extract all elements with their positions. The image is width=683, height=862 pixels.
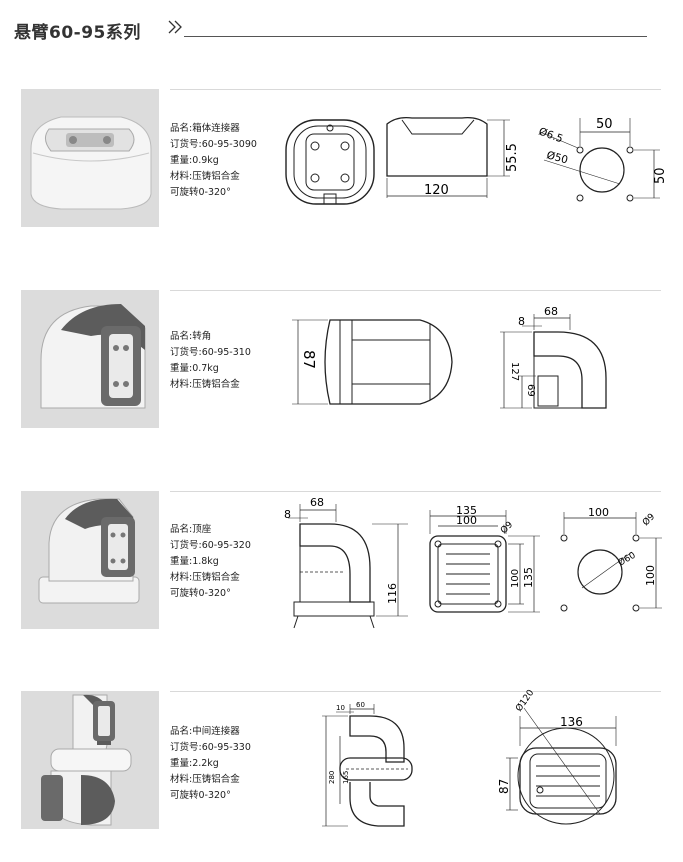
product-rotation: 可旋转0-320°	[170, 790, 231, 801]
dim-mid: 165	[342, 771, 350, 784]
dim-front: 87	[300, 350, 318, 369]
product-material: 材料:压铸铝合金	[170, 379, 240, 390]
dim-width: 136	[560, 715, 583, 729]
dim-inner-vertical: 100	[510, 569, 521, 588]
dim-outer: 135	[456, 504, 477, 517]
dim-hole: Ø9	[498, 519, 515, 536]
product-name: 品名:箱体连接器	[170, 123, 240, 134]
dim-inner: 69	[525, 384, 536, 397]
dim-offset: 8	[518, 315, 525, 328]
dim-height: 87	[497, 779, 511, 794]
drawing-side-profile: 68 8 116	[284, 496, 408, 629]
product-info-middle-connector: 品名:中间连接器 订货号:60-95-330 重量:2.2kg 材料:压铸铝合金…	[170, 724, 251, 804]
dim-spacing-vertical: 50	[653, 167, 668, 184]
dim-spacing: 50	[596, 117, 613, 132]
title-underline	[184, 36, 647, 37]
dim-height: 127	[509, 362, 520, 381]
product-material: 材料:压铸铝合金	[170, 774, 240, 785]
section-divider	[170, 691, 661, 692]
product-rotation: 可旋转0-320°	[170, 187, 231, 198]
product-part-number: 订货号:60-95-310	[170, 347, 251, 358]
page-title: 悬臂60-95系列	[14, 23, 141, 43]
drawing-side-view: 55.5 120	[386, 116, 520, 198]
product-photo-top-mount	[21, 491, 159, 629]
dim-circle: Ø60	[616, 550, 638, 569]
dim-top: 60	[356, 701, 365, 709]
product-material: 材料:压铸铝合金	[170, 171, 240, 182]
dim-top: 68	[544, 305, 558, 318]
dim-top: 68	[310, 496, 324, 509]
dim-offset: 8	[284, 508, 291, 521]
drawing-top-view	[285, 119, 375, 205]
drawing-front-view: 87	[292, 319, 453, 405]
drawing-hole-pattern: 100 Ø9 Ø60 100	[560, 506, 662, 612]
dim-width: 120	[424, 183, 449, 198]
product-weight: 重量:1.8kg	[170, 556, 219, 567]
product-photo-middle-connector	[21, 691, 159, 829]
drawing-side-profile: 68 8 127 69	[500, 305, 607, 409]
product-info-box-connector: 品名:箱体连接器 订货号:60-95-3090 重量:0.9kg 材料:压铸铝合…	[170, 121, 257, 201]
product-photo-corner	[21, 290, 159, 428]
dim-inner: 100	[456, 514, 477, 527]
product-weight: 重量:0.9kg	[170, 155, 219, 166]
dim-total: 280	[328, 771, 336, 784]
dim-hole: Ø6.5	[537, 126, 565, 146]
product-info-corner: 品名:转角 订货号:60-95-310 重量:0.7kg 材料:压铸铝合金	[170, 329, 251, 393]
drawing-top-view: 135 100 Ø9 100 135	[429, 504, 540, 613]
product-info-top-mount: 品名:顶座 订货号:60-95-320 重量:1.8kg 材料:压铸铝合金 可旋…	[170, 522, 251, 602]
dim-circle: Ø50	[545, 149, 569, 166]
section-divider	[170, 290, 661, 291]
product-weight: 重量:0.7kg	[170, 363, 219, 374]
dim-height: 116	[386, 583, 399, 604]
product-name: 品名:顶座	[170, 524, 212, 535]
dim-outer-vertical: 135	[522, 567, 535, 588]
drawing-top-view: Ø120 136 87	[497, 687, 617, 825]
product-name: 品名:中间连接器	[170, 726, 240, 737]
product-part-number: 订货号:60-95-320	[170, 540, 251, 551]
dim-spacing: 100	[588, 506, 609, 519]
product-rotation: 可旋转0-320°	[170, 588, 231, 599]
dim-offset: 10	[336, 704, 345, 712]
product-part-number: 订货号:60-95-3090	[170, 139, 257, 150]
double-chevron-icon	[168, 20, 182, 34]
drawing-side-profile: 10 60 280 165	[322, 701, 413, 827]
dim-hole: Ø9	[640, 511, 657, 528]
product-part-number: 订货号:60-95-330	[170, 742, 251, 753]
drawing-hole-pattern: Ø6.5 50 Ø50 50	[537, 117, 668, 202]
product-name: 品名:转角	[170, 331, 212, 342]
product-weight: 重量:2.2kg	[170, 758, 219, 769]
section-divider	[170, 491, 661, 492]
product-material: 材料:压铸铝合金	[170, 572, 240, 583]
product-photo-box-connector	[21, 89, 159, 227]
section-divider	[170, 89, 661, 90]
dim-height: 55.5	[505, 143, 520, 172]
dim-spacing-vertical: 100	[644, 565, 657, 586]
